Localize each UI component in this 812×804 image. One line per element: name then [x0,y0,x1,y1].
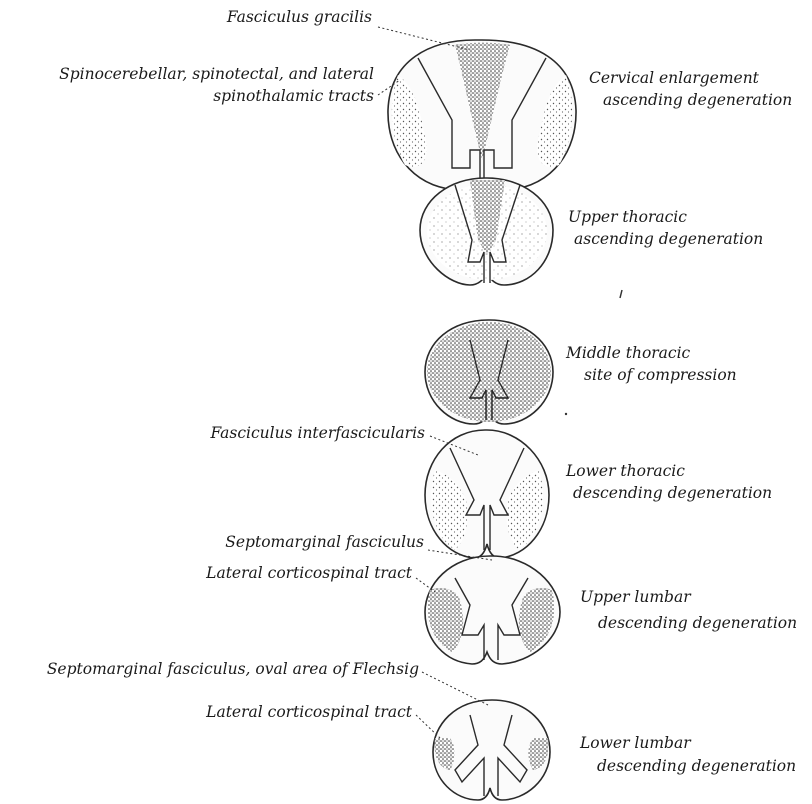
label-middle-thoracic-line1: Middle thoracic [565,344,691,362]
label-middle-thoracic-line2: site of compression [584,366,737,384]
cervical-enlargement-section [388,40,576,191]
stray-mark-2 [565,413,567,415]
label-upper-lumbar-line1: Upper lumbar [580,588,692,606]
upper-lumbar-lateral-stipple-right [519,588,554,652]
label-lower-lumbar-line2: descending degeneration [597,757,796,775]
label-upper-thoracic-line2: ascending degeneration [574,230,763,248]
label-lower-lumbar-line1: Lower lumbar [579,734,692,752]
label-cervical-line1: Cervical enlargement [589,69,760,87]
middle-thoracic-section [425,320,553,424]
label-septomarginal-oval: Septomarginal fasciculus, oval area of F… [47,660,419,678]
label-upper-lumbar-line2: descending degeneration [598,614,797,632]
stray-mark-1 [620,290,622,298]
lower-lumbar-section [433,700,550,800]
label-fasciculus-gracilis: Fasciculus gracilis [226,8,372,26]
upper-lumbar-lateral-stipple-left [428,588,463,652]
label-lateral-corticospinal-1: Lateral corticospinal tract [205,564,413,582]
label-spinocerebellar-line2: spinothalamic tracts [213,87,374,105]
label-cervical-line2: ascending degeneration [603,91,792,109]
label-upper-thoracic-line1: Upper thoracic [568,208,687,226]
leader-septomarginal-oval [422,672,488,705]
label-lower-thoracic-line2: descending degeneration [573,484,772,502]
label-lateral-corticospinal-2: Lateral corticospinal tract [205,703,413,721]
label-fasciculus-interfascicularis: Fasciculus interfascicularis [209,424,425,442]
label-spinocerebellar-line1: Spinocerebellar, spinotectal, and latera… [59,65,374,83]
leader-lateral-corticospinal-2 [416,715,440,738]
label-septomarginal-fasciculus: Septomarginal fasciculus [225,533,424,551]
upper-lumbar-section [425,556,560,664]
lower-thoracic-section [425,430,549,558]
label-lower-thoracic-line1: Lower thoracic [565,462,685,480]
upper-thoracic-section [420,178,553,285]
middle-thoracic-stipple [427,322,551,422]
